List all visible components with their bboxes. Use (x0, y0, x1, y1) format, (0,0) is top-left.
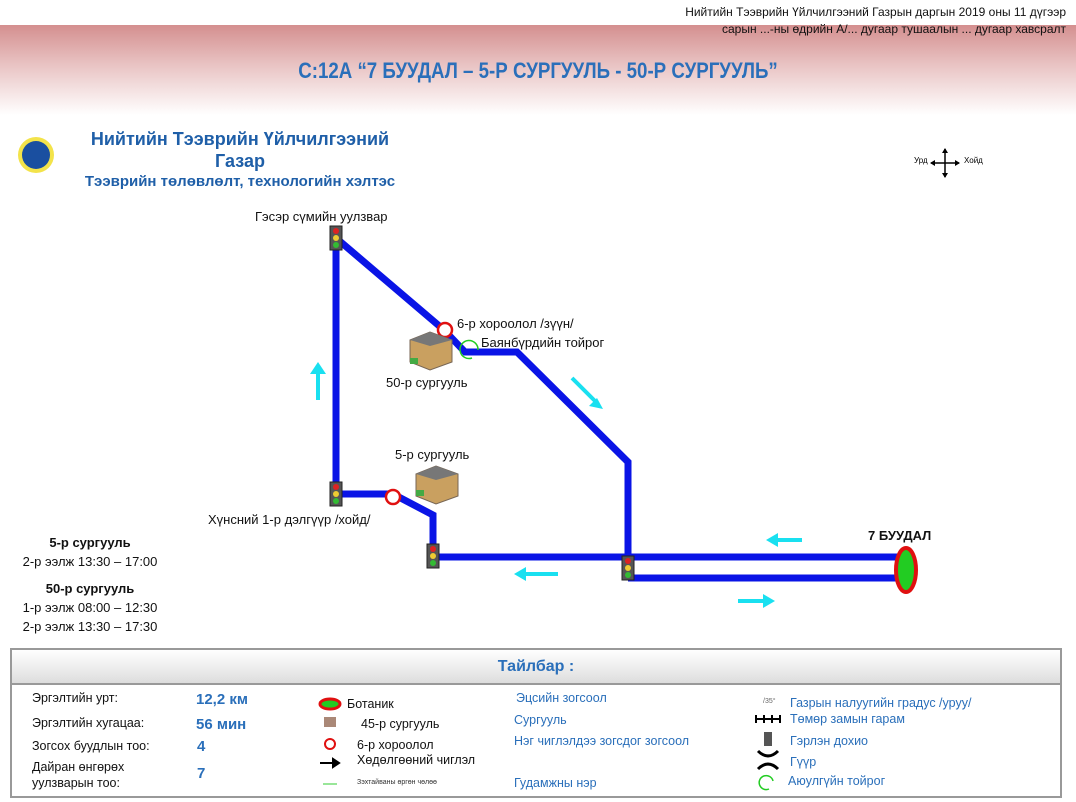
schedule-line: 1-р ээлж 08:00 – 12:30 (22, 600, 158, 615)
legend-school: 45-р сургууль (361, 717, 440, 731)
schedule-line: 2-р ээлж 13:30 – 17:30 (22, 619, 158, 634)
traffic-light-icon (764, 732, 772, 746)
route-title: С:12А “7 БУУДАЛ – 5-Р СУРГУУЛЬ - 50-Р СУ… (298, 58, 778, 83)
legend-symbols (318, 697, 342, 785)
order-line-2: сарын ...-ны өдрийн А/... дугаар тушаалы… (721, 22, 1066, 36)
route-line (332, 230, 905, 582)
legend-roundabout: Аюулгүйн тойрог (788, 774, 886, 788)
label-6th-khoroolol: 6-р хороолол /зүүн/ (457, 316, 574, 331)
org-block: Нийтийн Тээврийн Үйлчилгээний Газар Тээв… (60, 128, 420, 192)
legend-icons (755, 715, 781, 791)
stat-length-value: 12,2 км (196, 691, 248, 708)
org-dept: Тээврийн төлөвлөлт, технологийн хэлтэс (84, 173, 396, 190)
org-name-1: Нийтийн Тээврийн Үйлчилгээний (90, 129, 390, 149)
arrow-left-icon (514, 567, 558, 581)
legend-terminal: Ботаник (347, 697, 394, 711)
slope-icon: /35° (763, 698, 776, 705)
traffic-light-icon (329, 481, 343, 507)
legend-slope: Газрын налуугийн градус /уруу/ (790, 696, 972, 710)
legend-title: Тайлбар : (12, 650, 1060, 685)
stop-circle-icon (324, 738, 336, 750)
legend-street-name: Гудамжны нэр (514, 776, 597, 790)
stat-duration-value: 56 мин (196, 716, 247, 733)
traffic-light-icon (426, 543, 440, 569)
compass-south: Урд (914, 156, 928, 165)
label-school-50: 50-р сургууль (386, 375, 468, 390)
stat-stops-label: Зогсох буудлын тоо: (32, 739, 150, 753)
legend-stop: 6-р хороолол (357, 738, 434, 752)
terminal-icon (318, 697, 342, 711)
label-school-5: 5-р сургууль (395, 447, 470, 462)
arrow-right-icon (738, 594, 775, 608)
legend-one-way-stop: Нэг чиглэлдээ зогсдог зогсоол (514, 734, 690, 748)
org-logo (18, 137, 54, 173)
legend-panel: Тайлбар : (10, 648, 1062, 798)
order-reference: Нийтийн Тээврийн Үйлчилгээний Газрын дар… (685, 4, 1066, 38)
traffic-lights (329, 225, 635, 581)
bridge-icon (756, 749, 780, 771)
school-building-icon (409, 331, 453, 371)
legend-school-text: Сургууль (514, 713, 567, 727)
stat-intersections-value: 7 (197, 765, 206, 782)
order-line-1: Нийтийн Тээврийн Үйлчилгээний Газрын дар… (685, 5, 1066, 19)
traffic-light-icon (329, 225, 343, 251)
label-terminal: 7 БУУДАЛ (868, 528, 932, 543)
stop-circle-icon (436, 321, 454, 339)
terminal-stop-icon (894, 546, 918, 594)
legend-rail: Төмөр замын гарам (790, 712, 905, 726)
label-geser-intersection: Гэсэр сүмийн уулзвар (255, 209, 388, 224)
stat-stops-value: 4 (197, 738, 206, 755)
label-bayanburd: Баянбүрдийн тойрог (481, 335, 605, 350)
arrow-right-icon (320, 757, 341, 769)
schedule-school-5: 5-р сургууль (49, 535, 131, 550)
stat-length-label: Эргэлтийн урт: (32, 691, 118, 705)
org-name-2: Газар (215, 151, 265, 171)
arrow-down-right-icon (570, 376, 603, 409)
legend-light: Гэрлэн дохио (790, 734, 869, 748)
roundabout-icon (758, 774, 774, 791)
arrow-up-icon (310, 362, 326, 400)
schedule-school-50: 50-р сургууль (45, 581, 135, 596)
legend-final-stop: Эцсийн зогсоол (516, 691, 607, 705)
stat-intersections-label: Дайран өнгөрөх уулзварын тоо: (32, 760, 125, 790)
schedule-block: 5-р сургууль 2-р ээлж 13:30 – 17:00 50-р… (10, 533, 170, 636)
compass-icon (930, 148, 960, 178)
compass-north: Хойд (964, 156, 983, 165)
legend-bridge: Гүүр (790, 755, 817, 769)
stat-duration-label: Эргэлтийн хугацаа: (32, 716, 145, 730)
roundabout-icon (459, 339, 479, 360)
direction-arrows (310, 362, 802, 608)
school-icon (324, 717, 336, 727)
stop-circle-icon (384, 488, 402, 506)
label-khunsnii-store: Хүнсний 1-р дэлгүүр /хойд/ (208, 512, 371, 527)
school-building-icon (415, 465, 459, 505)
railway-crossing-icon (755, 715, 781, 723)
legend-avenue: Зэхтайваны өргөн чөлөө (357, 779, 437, 786)
traffic-light-icon (621, 555, 635, 581)
schedule-line: 2-р ээлж 13:30 – 17:00 (22, 554, 158, 569)
legend-direction: Хөдөлгөөний чиглэл (357, 753, 476, 767)
header-banner (0, 25, 1076, 115)
arrow-left-icon (766, 533, 802, 547)
